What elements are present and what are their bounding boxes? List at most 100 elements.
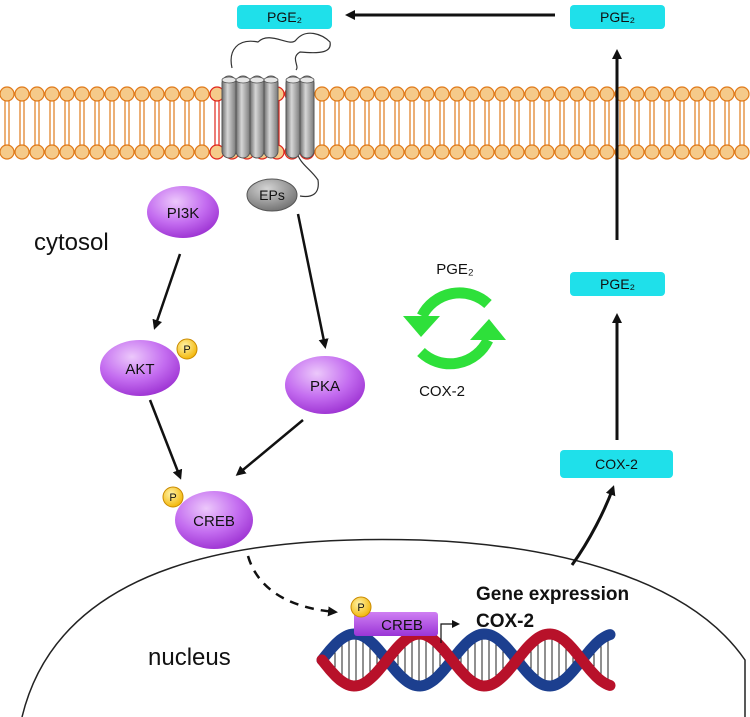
- lipid-head: [134, 144, 150, 160]
- cycle-arrowhead-upper: [403, 316, 440, 337]
- lipid-head: [539, 86, 555, 102]
- pi3k-node: [147, 186, 219, 238]
- lipid-head: [14, 86, 30, 102]
- lipid-head: [449, 86, 465, 102]
- cycle-arrow-lower: [417, 337, 493, 370]
- akt-node: [100, 340, 180, 396]
- lipid-head: [569, 144, 585, 160]
- lipid-head: [104, 144, 120, 160]
- lipid-head: [629, 144, 645, 160]
- lipid-head: [599, 144, 615, 160]
- pge2-tag-top-right-label: PGE₂: [600, 9, 635, 25]
- lipid-head: [644, 86, 660, 102]
- lipid-head: [194, 144, 210, 160]
- lipid-head: [584, 86, 600, 102]
- lipid-head: [359, 86, 375, 102]
- cycle-arrowhead-lower: [470, 319, 506, 340]
- lipid-head: [344, 144, 360, 160]
- eps-label: EPs: [259, 187, 285, 203]
- gene-expression-label: Gene expression: [476, 584, 629, 605]
- lipid-head: [44, 86, 60, 102]
- cycle-arrow-upper: [417, 287, 492, 319]
- helix-cap: [263, 76, 279, 84]
- lipid-head: [539, 144, 555, 160]
- lipid-head: [719, 144, 735, 160]
- arrow-pi3k-to-akt: [152, 253, 182, 330]
- lipid-head: [164, 86, 180, 102]
- lipid-head: [314, 86, 330, 102]
- lipid-head: [404, 86, 420, 102]
- phospho-creb-nucleus-label: P: [357, 602, 364, 614]
- gene-cox2-label: COX-2: [476, 611, 534, 632]
- receptor-loop-bottom: [295, 149, 319, 198]
- lipid-head: [524, 86, 540, 102]
- arrow-eps-to-pka: [296, 213, 329, 349]
- lipid-head: [89, 86, 105, 102]
- pi3k-label: PI3K: [167, 205, 200, 222]
- lipid-head: [659, 144, 675, 160]
- lipid-head: [494, 86, 510, 102]
- arrow-creb-translocation: [246, 555, 338, 617]
- lipid-head: [119, 144, 135, 160]
- lipid-head: [569, 86, 585, 102]
- pka-node: [285, 356, 365, 414]
- arrow-pka-to-creb: [235, 419, 304, 476]
- transmembrane-helix: [235, 75, 251, 159]
- transmembrane-helix: [299, 75, 315, 159]
- helix-cap: [235, 76, 251, 84]
- lipid-head: [329, 86, 345, 102]
- helix-cap: [299, 76, 315, 84]
- lipid-head: [0, 86, 15, 102]
- eps-node: [246, 178, 298, 212]
- helix-cap: [285, 76, 301, 84]
- lipid-head: [554, 86, 570, 102]
- lipid-head: [419, 144, 435, 160]
- lipid-head: [134, 86, 150, 102]
- receptor-loop-top: [230, 32, 331, 71]
- ep-receptor: [221, 75, 315, 159]
- cox2-tag: [560, 450, 673, 478]
- arrow-gene-to-cox2: [570, 485, 616, 566]
- pka-label: PKA: [310, 378, 340, 395]
- lipid-head: [734, 144, 750, 160]
- lipid-head: [554, 144, 570, 160]
- lipid-head: [449, 144, 465, 160]
- lipid-head: [434, 144, 450, 160]
- lipid-head: [359, 144, 375, 160]
- cytosol-label: cytosol: [34, 229, 109, 256]
- lipid-head: [689, 144, 705, 160]
- transmembrane-helix: [263, 75, 279, 159]
- lipid-head: [329, 144, 345, 160]
- transmembrane-helix: [221, 75, 237, 159]
- lipid-head: [509, 144, 525, 160]
- lipid-head: [719, 86, 735, 102]
- cox2-tag-label: COX-2: [595, 456, 638, 472]
- pge2-tag-top-left: [237, 5, 332, 29]
- lipid-head: [74, 144, 90, 160]
- lipid-head: [179, 144, 195, 160]
- creb-nucleus-label: CREB: [381, 617, 423, 634]
- lipid-head: [689, 86, 705, 102]
- lipid-head: [494, 144, 510, 160]
- lipid-head: [59, 86, 75, 102]
- lipid-head: [659, 86, 675, 102]
- cycle-pge2-label: PGE₂: [436, 261, 474, 278]
- phospho-creb-cytosol-label: P: [169, 492, 176, 504]
- lipid-head: [119, 86, 135, 102]
- lipid-head: [164, 144, 180, 160]
- phospho-creb-nucleus-badge: [350, 596, 372, 618]
- transmembrane-helix: [249, 75, 265, 159]
- lipid-head: [179, 86, 195, 102]
- lipid-head: [374, 144, 390, 160]
- lipid-head: [584, 144, 600, 160]
- lipid-head: [74, 86, 90, 102]
- lipid-head: [674, 144, 690, 160]
- lipid-head: [89, 144, 105, 160]
- lipid-head: [104, 86, 120, 102]
- lipid-head: [419, 86, 435, 102]
- dna-strand-red: [316, 628, 616, 692]
- lipid-head: [434, 86, 450, 102]
- lipid-head: [674, 86, 690, 102]
- cycle-cox2-label: COX-2: [419, 383, 465, 400]
